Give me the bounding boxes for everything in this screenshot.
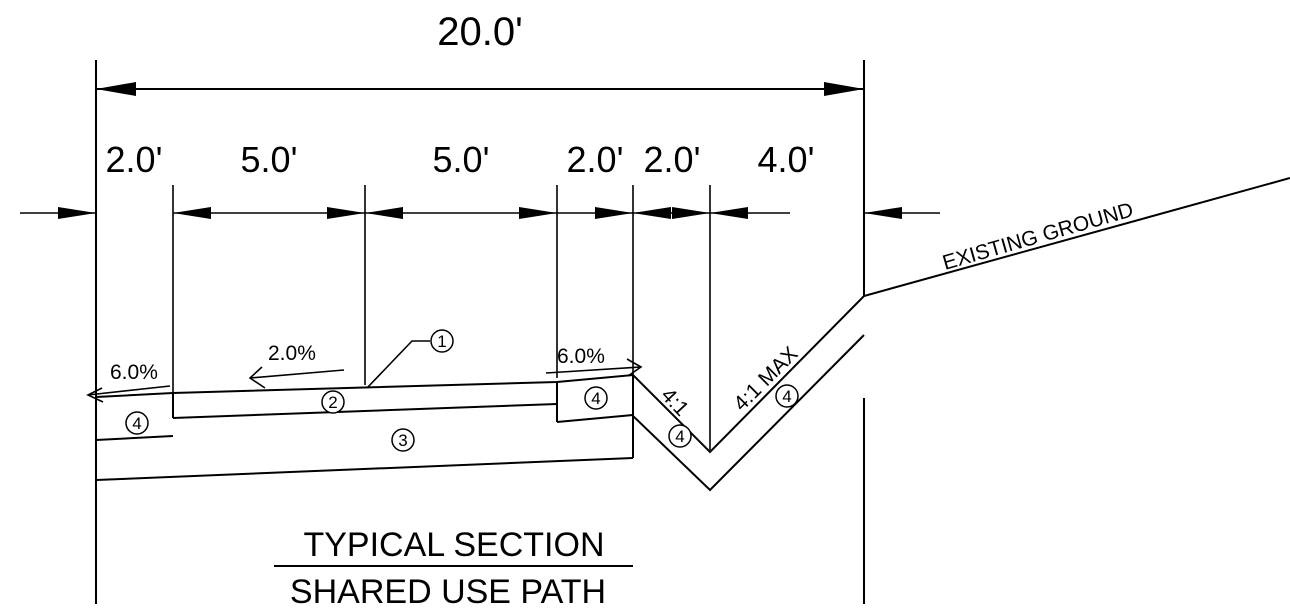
arrowhead xyxy=(710,207,748,219)
dim-backslope: 4.0' xyxy=(758,139,815,180)
dim-right-shoulder: 2.0' xyxy=(567,139,624,180)
overall-dimension-label: 20.0' xyxy=(437,10,523,54)
title-line-2: SHARED USE PATH xyxy=(290,573,606,611)
callout-1: 1 xyxy=(430,329,454,353)
callout-leader-1 xyxy=(366,340,430,389)
svg-text:4: 4 xyxy=(132,414,141,433)
existing-ground-label: EXISTING GROUND xyxy=(940,198,1136,274)
arrowhead xyxy=(96,82,136,96)
callouts: 1 2 3 4 4 4 4 xyxy=(125,329,799,452)
base-bottom-line xyxy=(95,457,634,481)
arrowhead xyxy=(626,358,643,377)
slope-annotations: 6.0% 2.0% 6.0% 4:1 4:1 MAX EXISTING GROU… xyxy=(86,198,1136,421)
callout-3: 3 xyxy=(391,428,415,452)
arrowhead xyxy=(633,207,671,219)
arrowhead xyxy=(864,207,902,219)
svg-text:4: 4 xyxy=(782,387,791,406)
right-shoulder-bottom xyxy=(556,414,634,423)
slope-right-shoulder-label: 6.0% xyxy=(557,345,605,368)
callout-4-right-shoulder: 4 xyxy=(584,386,608,410)
dim-left-shoulder: 2.0' xyxy=(106,139,163,180)
slope-path-label: 2.0% xyxy=(268,342,316,365)
svg-text:1: 1 xyxy=(437,332,446,351)
overall-dimension: 20.0' xyxy=(96,10,864,96)
slope-arrow-path xyxy=(249,369,345,379)
cross-section xyxy=(95,177,1290,492)
left-shoulder-bottom xyxy=(95,435,174,441)
slope-left-shoulder-label: 6.0% xyxy=(110,361,158,384)
slope-arrow-right-shoulder xyxy=(545,366,642,374)
arrowhead xyxy=(824,82,864,96)
arrowhead xyxy=(327,207,365,219)
svg-text:3: 3 xyxy=(398,431,407,450)
pavement-bottom-line xyxy=(172,403,558,419)
callout-4-backslope: 4 xyxy=(775,384,799,408)
arrowhead xyxy=(173,207,211,219)
arrowhead xyxy=(86,387,104,403)
dim-path-left: 5.0' xyxy=(241,139,298,180)
svg-text:4: 4 xyxy=(675,427,684,446)
arrowhead xyxy=(595,207,633,219)
arrowhead xyxy=(519,207,557,219)
arrowhead xyxy=(248,366,266,389)
callout-2: 2 xyxy=(321,390,345,414)
ditch-subgrade-line xyxy=(632,334,865,492)
arrowhead xyxy=(58,207,96,219)
dim-path-right: 5.0' xyxy=(433,139,490,180)
foreslope-label: 4:1 xyxy=(656,384,693,421)
segment-dimensions: 2.0' 5.0' 5.0' 2.0' 2.0' 4.0' xyxy=(20,139,940,219)
dim-foreslope: 2.0' xyxy=(644,139,701,180)
callout-4-left-shoulder: 4 xyxy=(125,411,149,435)
drawing-title: TYPICAL SECTION SHARED USE PATH xyxy=(274,526,633,611)
svg-text:4: 4 xyxy=(591,389,600,408)
arrowhead xyxy=(672,207,710,219)
arrowhead xyxy=(365,207,403,219)
slope-arrow-left-shoulder xyxy=(87,385,171,396)
svg-text:2: 2 xyxy=(328,393,337,412)
title-line-1: TYPICAL SECTION xyxy=(303,526,604,564)
callout-4-foreslope: 4 xyxy=(668,424,692,448)
